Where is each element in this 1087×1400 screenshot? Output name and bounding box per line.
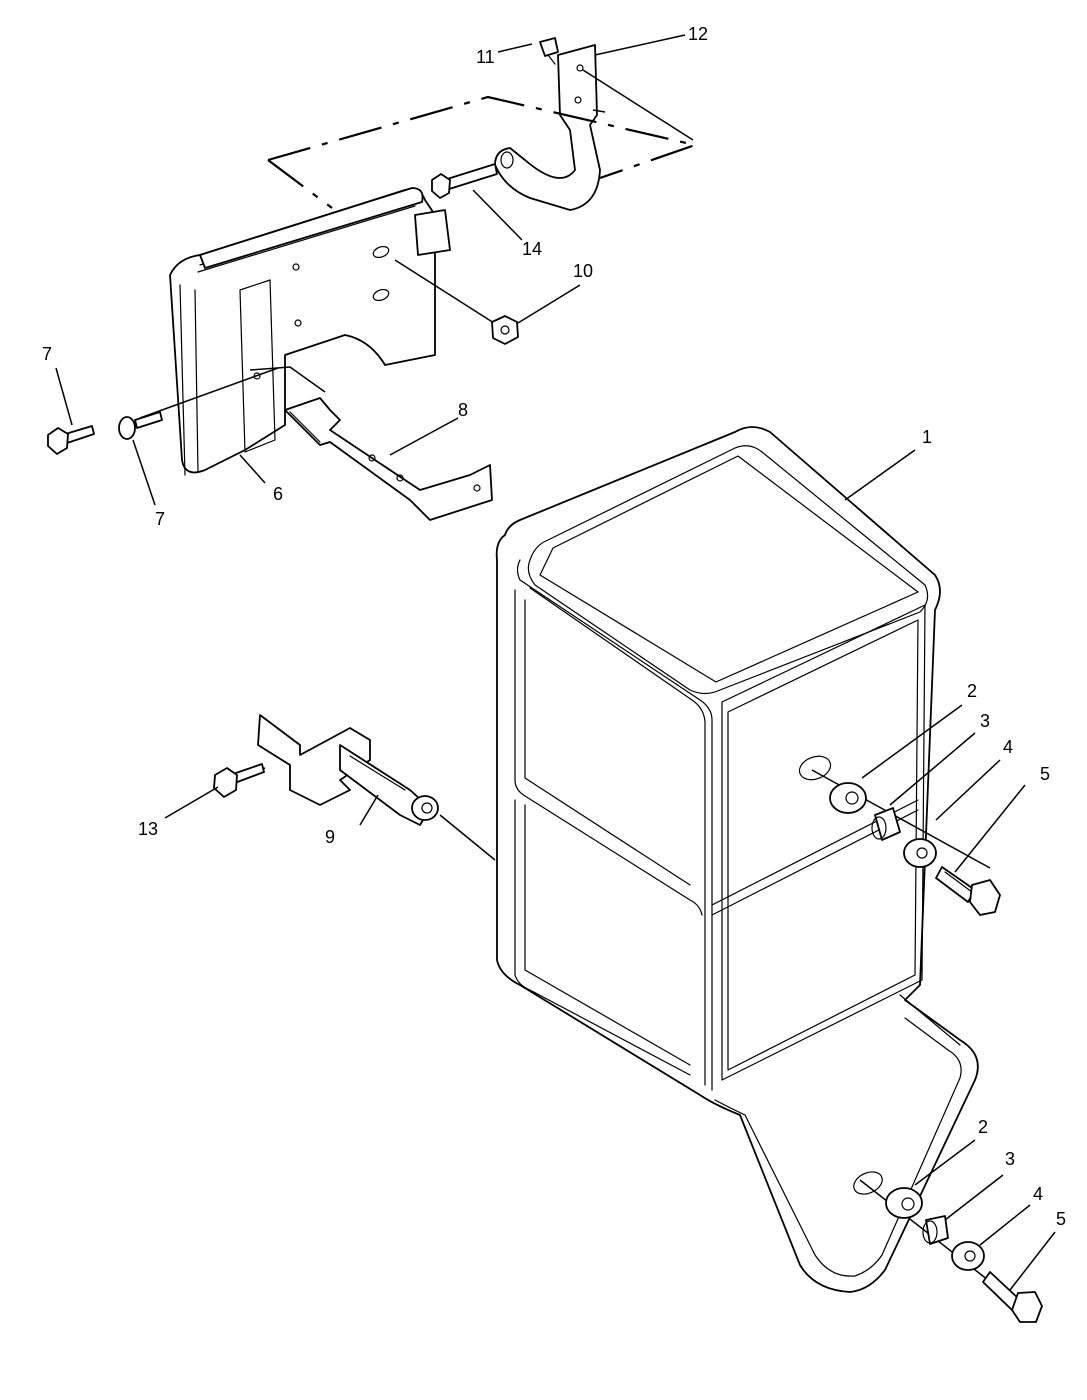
part-8-small-bracket xyxy=(249,366,493,521)
callout-13: 13 xyxy=(138,819,158,839)
leader-lines xyxy=(55,34,1056,1291)
callout-8: 8 xyxy=(458,400,468,420)
callout-14: 14 xyxy=(522,239,542,259)
callout-9: 9 xyxy=(325,827,335,847)
callout-labels: 1 2 3 4 5 2 3 4 5 6 7 7 8 9 10 11 12 13 … xyxy=(42,24,1066,1229)
callout-5b: 5 xyxy=(1056,1209,1066,1229)
callout-4a: 4 xyxy=(1003,737,1013,757)
callout-6: 6 xyxy=(273,484,283,504)
callout-11: 11 xyxy=(476,47,495,67)
callout-1: 1 xyxy=(922,427,932,447)
assembly-phantom-line xyxy=(267,95,699,209)
part-1-housing xyxy=(495,426,979,1293)
lower-bolt-stack xyxy=(859,1179,1043,1323)
callout-2b: 2 xyxy=(978,1117,988,1137)
callout-2a: 2 xyxy=(967,681,977,701)
part-10-nut xyxy=(394,259,519,345)
callout-10: 10 xyxy=(573,261,593,281)
callout-3a: 3 xyxy=(980,711,990,731)
callout-12: 12 xyxy=(688,24,708,44)
callout-4b: 4 xyxy=(1033,1184,1043,1204)
callout-5a: 5 xyxy=(1040,764,1050,784)
callout-3b: 3 xyxy=(1005,1149,1015,1169)
upper-bolt-stack xyxy=(811,769,1001,916)
callout-7b: 7 xyxy=(155,509,165,529)
bolts-7 xyxy=(47,367,279,455)
part-11-screw xyxy=(539,37,559,65)
part-12-hook-rod xyxy=(494,44,694,211)
part-9-pin-bracket xyxy=(213,714,496,861)
callout-7a: 7 xyxy=(42,344,52,364)
part-6-main-bracket xyxy=(169,187,451,476)
part-14-bolt xyxy=(431,163,498,199)
